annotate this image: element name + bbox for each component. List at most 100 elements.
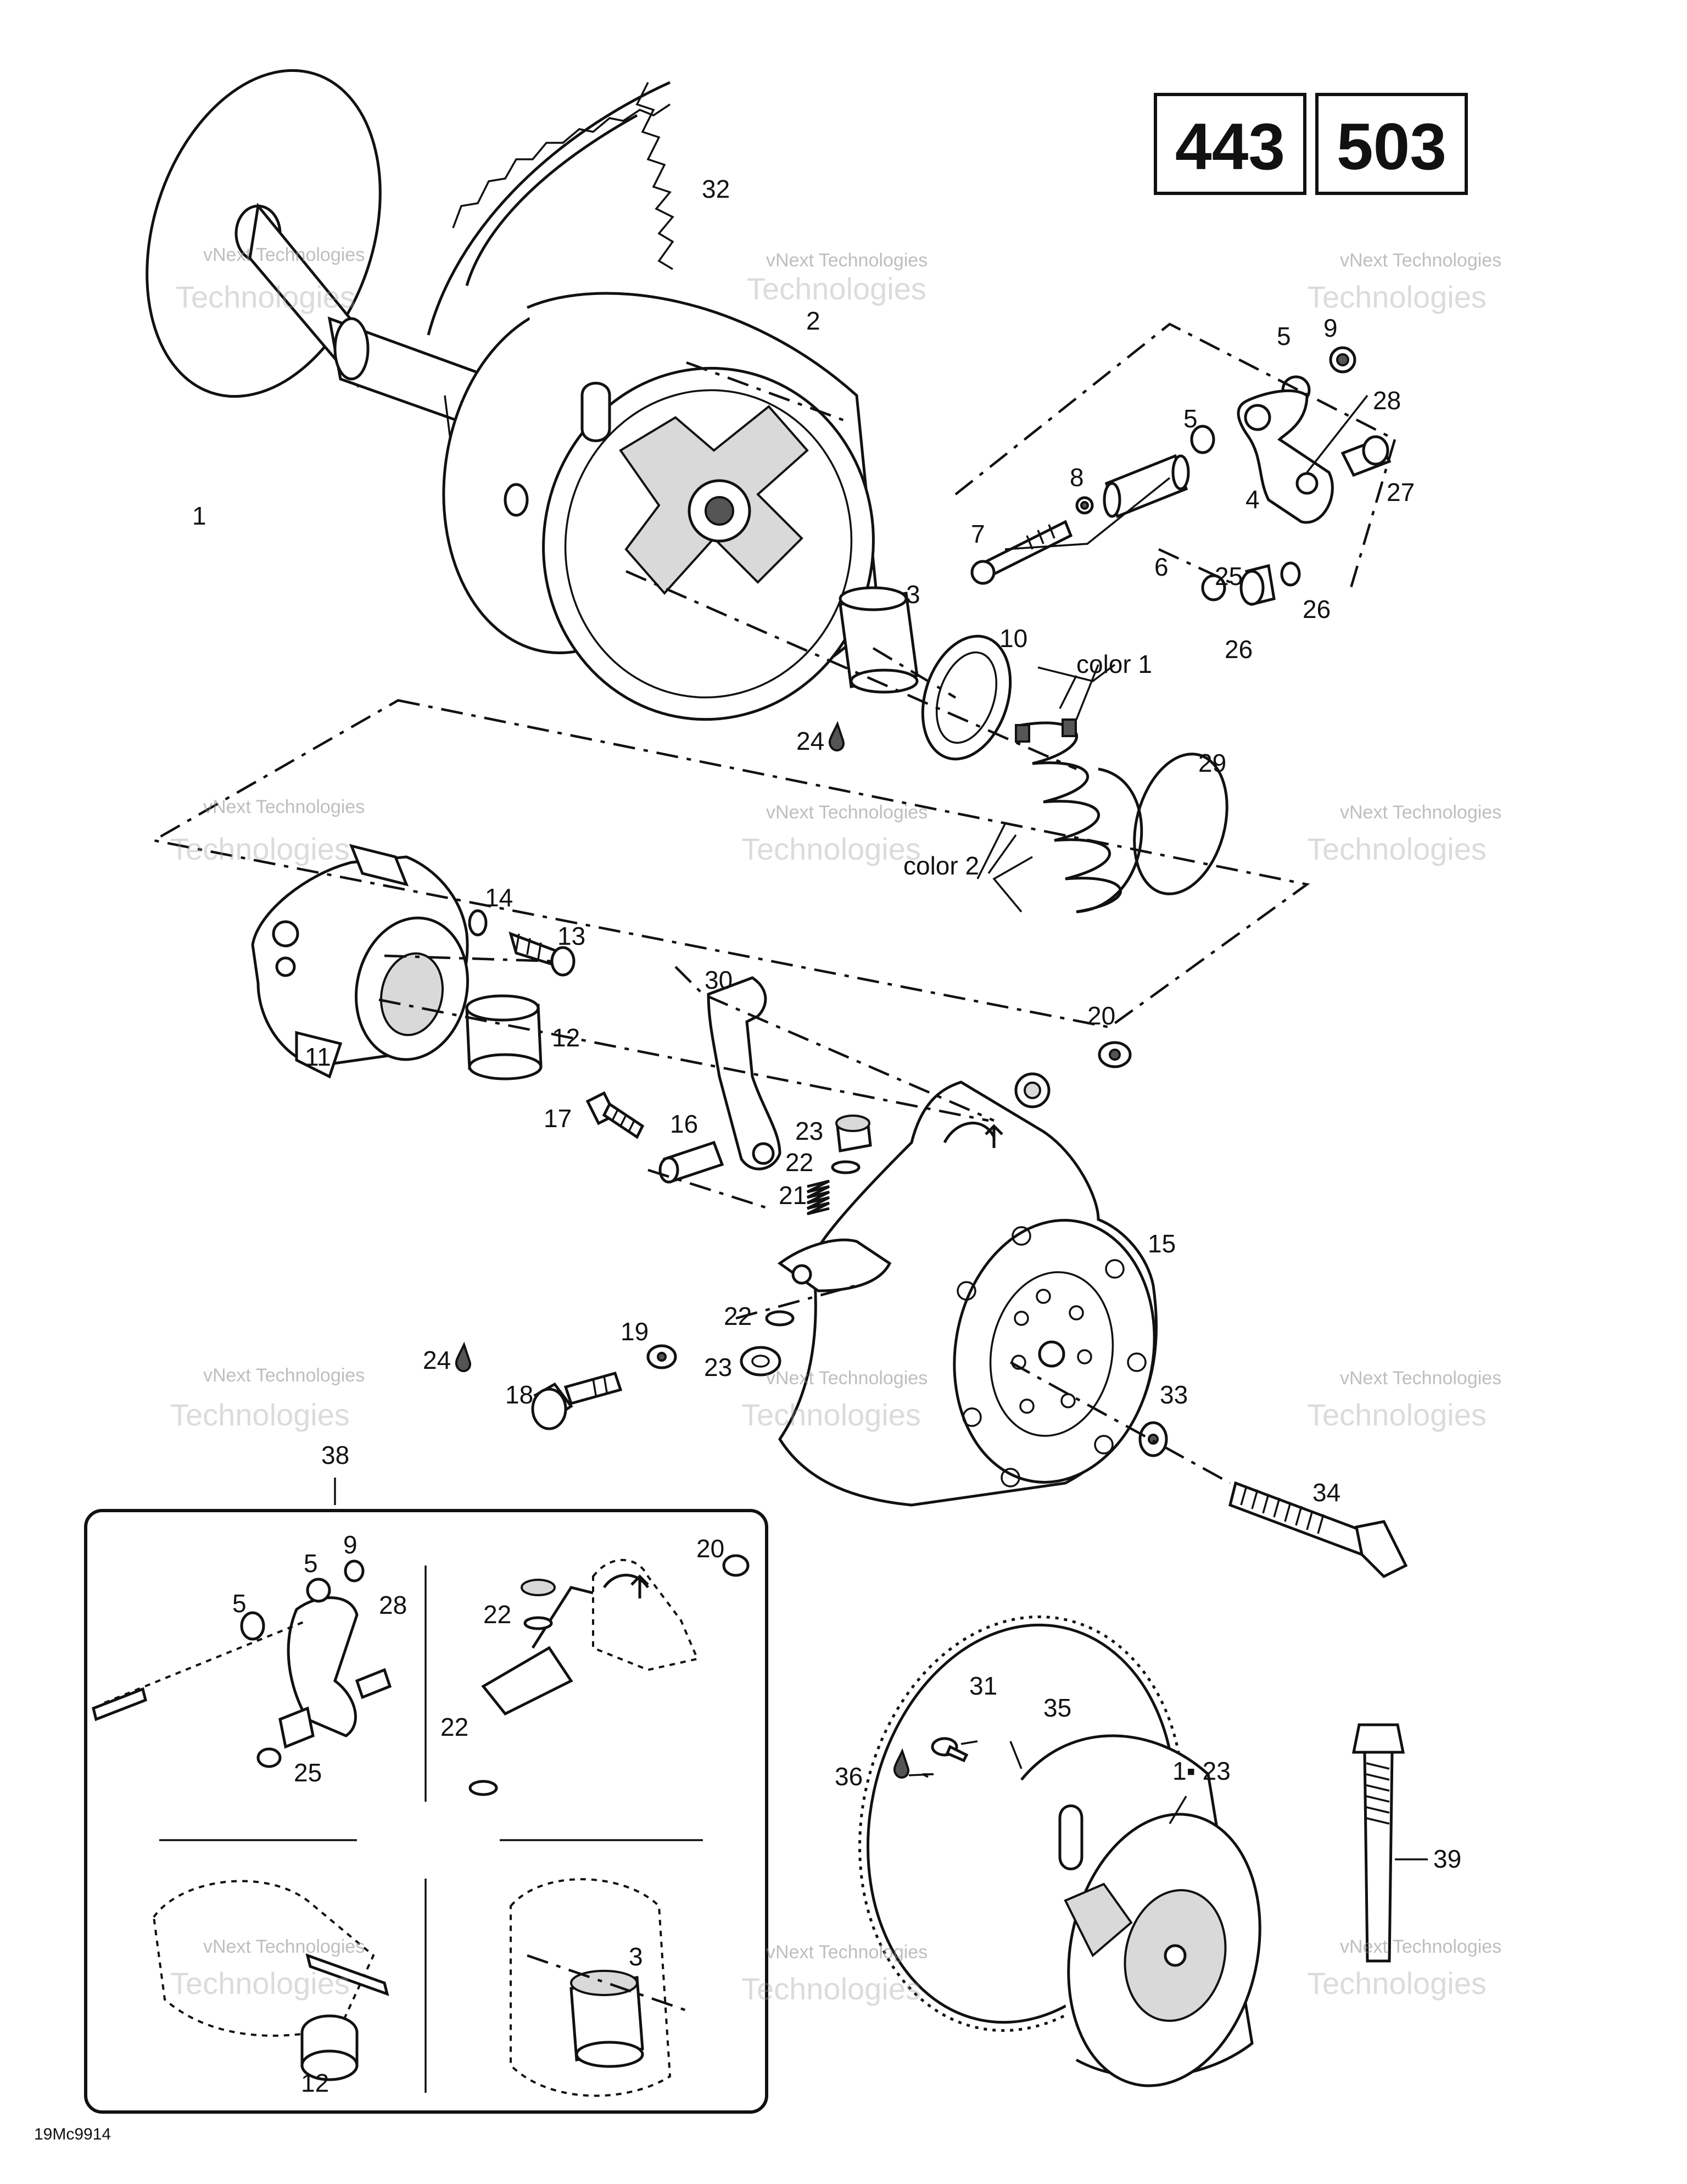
callout-4: 4 — [1245, 485, 1260, 514]
watermark-text: Technologies — [1307, 1966, 1487, 2001]
spring-part-21 — [806, 1179, 830, 1216]
callout-color-1: color 1 — [1076, 650, 1152, 678]
inset-callout-25: 25 — [294, 1758, 322, 1787]
callout-5b: 5 — [1183, 404, 1198, 433]
drive-belt-part-32 — [427, 81, 674, 336]
callout-27: 27 — [1387, 478, 1415, 506]
watermark-text: Technologies — [1307, 280, 1487, 314]
inset-callout-5b: 5 — [232, 1589, 247, 1618]
callout-38: 38 — [321, 1441, 349, 1469]
bolt-part-17 — [585, 1091, 645, 1139]
watermark-text: Technologies — [176, 280, 355, 314]
watermark-text: Technologies — [741, 1971, 921, 2006]
model-box-443: 443 — [1175, 110, 1285, 183]
watermark-text: vNext Technologies — [1340, 1936, 1501, 1957]
watermark-text: Technologies — [1307, 832, 1487, 866]
callout-31: 31 — [969, 1672, 997, 1700]
inset-callout-12: 12 — [301, 2069, 329, 2097]
bolt-part-18 — [531, 1371, 623, 1430]
complete-clutch-part-1-23 — [858, 1615, 1261, 2087]
callout-34: 34 — [1312, 1478, 1340, 1507]
grease-drop-icon — [455, 721, 909, 1779]
spider-part-15 — [777, 1072, 1158, 1507]
callout-17: 17 — [544, 1104, 572, 1133]
callout-9: 9 — [1323, 314, 1338, 342]
callout-12: 12 — [552, 1023, 580, 1052]
callout-14: 14 — [485, 883, 513, 912]
inset-callout-22b: 22 — [440, 1713, 468, 1741]
inset-panel-38 — [84, 1478, 768, 2114]
washer-part-14 — [468, 909, 488, 937]
inset-callout-5a: 5 — [304, 1549, 318, 1578]
watermark-text: Technologies — [747, 271, 926, 306]
spring-part-29 — [1015, 718, 1228, 913]
watermark-text: vNext Technologies — [203, 1365, 365, 1386]
ring-part-22 — [765, 1160, 861, 1327]
callout-15: 15 — [1148, 1229, 1176, 1258]
bolt-part-39 — [1351, 1723, 1405, 1963]
inset-callout-22a: 22 — [483, 1600, 511, 1629]
callout-24b: 24 — [423, 1346, 451, 1374]
callout-labels: 1 2 3 4 5 5 6 7 8 9 10 11 12 13 14 15 16… — [192, 175, 1461, 2097]
callout-26a: 26 — [1303, 595, 1331, 623]
watermark-text: Technologies — [170, 1966, 350, 2001]
watermark-text: vNext Technologies — [203, 244, 365, 265]
model-boxes: 443 503 — [1154, 93, 1468, 195]
callout-5a: 5 — [1277, 322, 1291, 350]
callout-30: 30 — [705, 966, 733, 994]
watermark-text: Technologies — [741, 1397, 921, 1432]
callout-26b: 26 — [1225, 635, 1253, 664]
screw-part-13 — [509, 931, 576, 977]
seal-part-10 — [921, 634, 1012, 761]
assembly-outline — [150, 322, 1396, 1484]
callout-22b: 22 — [724, 1302, 752, 1330]
leader-lines — [908, 477, 1428, 1860]
callout-16: 16 — [670, 1110, 698, 1138]
lever-assembly — [970, 346, 1392, 606]
callout-10: 10 — [999, 624, 1027, 653]
callout-23b: 23 — [704, 1353, 732, 1381]
model-box-503: 503 — [1337, 110, 1446, 183]
callout-21: 21 — [779, 1181, 807, 1210]
callout-6: 6 — [1154, 553, 1169, 581]
callout-24a: 24 — [796, 727, 824, 755]
watermarks: vNext Technologies Technologies vNext Te… — [170, 244, 1501, 2006]
watermark-text: Technologies — [170, 832, 350, 866]
watermark-text: vNext Technologies — [766, 250, 928, 271]
callout-3: 3 — [906, 580, 920, 609]
callout-13: 13 — [557, 922, 585, 950]
callout-33: 33 — [1160, 1380, 1188, 1409]
callout-35: 35 — [1043, 1693, 1071, 1722]
callout-28: 28 — [1373, 386, 1401, 415]
callout-36: 36 — [835, 1762, 863, 1791]
callout-23a: 23 — [795, 1117, 823, 1145]
callout-29: 29 — [1198, 749, 1226, 777]
cap-part-23 — [835, 1115, 872, 1152]
pin-part-16 — [658, 1140, 724, 1184]
watermark-text: vNext Technologies — [1340, 1368, 1501, 1389]
watermark-text: Technologies — [170, 1397, 350, 1432]
inset-callout-9: 9 — [343, 1530, 357, 1559]
callout-22a: 22 — [785, 1148, 813, 1177]
inset-callout-3: 3 — [629, 1942, 643, 1971]
callout-20: 20 — [1087, 1001, 1115, 1030]
callout-19: 19 — [621, 1317, 649, 1346]
washer-part-20 — [1098, 1041, 1132, 1068]
watermark-text: vNext Technologies — [766, 1942, 928, 1963]
inset-callout-28: 28 — [379, 1591, 407, 1619]
arm-part-11 — [251, 844, 469, 1079]
screw-part-31 — [931, 1737, 969, 1763]
fixed-sheave-part-1 — [146, 69, 512, 451]
callout-32: 32 — [702, 175, 730, 203]
callout-2: 2 — [806, 307, 820, 335]
watermark-text: vNext Technologies — [203, 1936, 365, 1957]
callout-39: 39 — [1433, 1845, 1461, 1873]
callout-8: 8 — [1070, 463, 1084, 492]
figure-reference: 19Mc9914 — [34, 2125, 111, 2143]
callout-color-2: color 2 — [903, 851, 979, 880]
callout-25: 25 — [1215, 562, 1243, 590]
callout-1: 1 — [192, 502, 206, 530]
callout-11: 11 — [305, 1043, 331, 1071]
watermark-text: vNext Technologies — [203, 796, 365, 817]
